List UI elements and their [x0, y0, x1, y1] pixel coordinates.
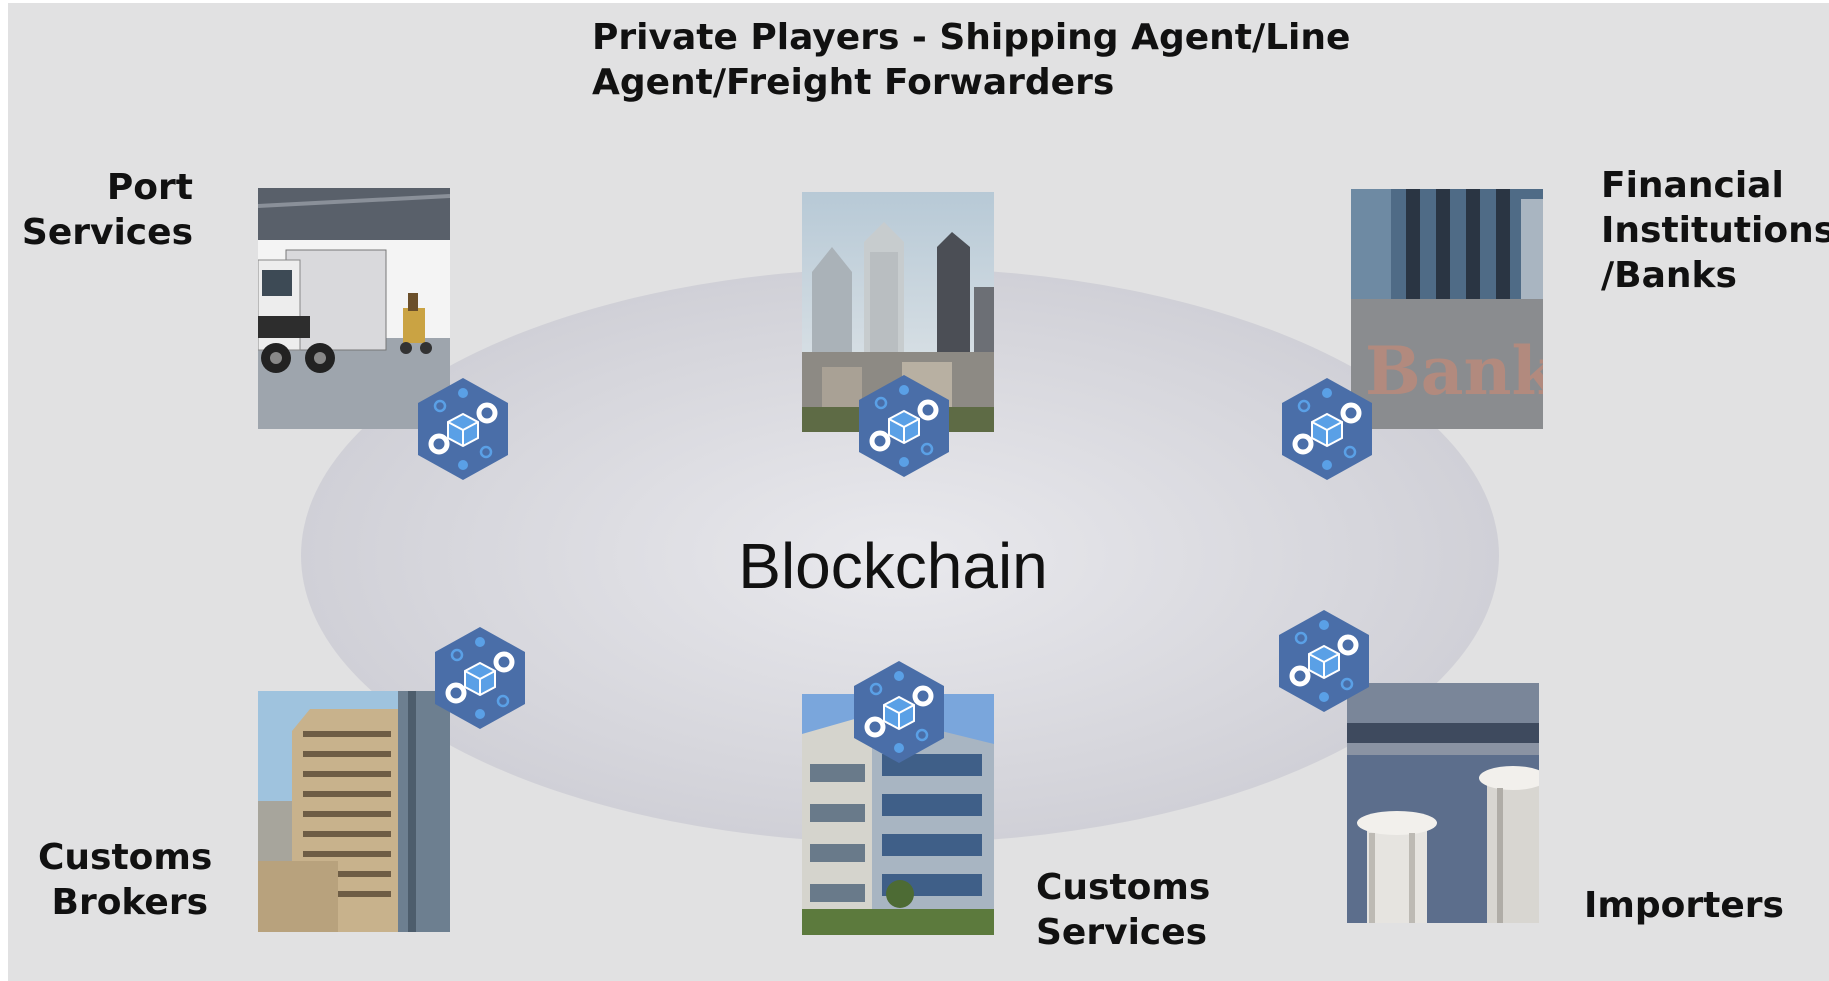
columns-building-photo [1347, 683, 1539, 923]
importers-label: Importers [1584, 885, 1784, 926]
customs-services-label: Customs Services [1036, 867, 1211, 953]
blockchain-node-icon [435, 627, 525, 729]
diagram-canvas: Blockchain Private Players - Shipping Ag… [8, 3, 1829, 981]
diagram-title: Private Players - Shipping Agent/Line Ag… [592, 15, 1350, 105]
customs-brokers-label: Customs Brokers [38, 837, 213, 923]
city-skyline-photo [802, 192, 994, 432]
blockchain-label: Blockchain [738, 530, 1048, 602]
blockchain-node-icon [859, 375, 949, 477]
blockchain-node-icon [1282, 378, 1372, 480]
port-services-label: Port Services [21, 167, 193, 253]
svg-text:Bank: Bank [1365, 332, 1543, 410]
title-line-2: Agent/Freight Forwarders [592, 62, 1115, 103]
financial-institutions-label: Financial Institutions /Banks [1601, 165, 1829, 296]
blockchain-node-icon [1279, 610, 1369, 712]
blockchain-node-icon [854, 661, 944, 763]
bank-building-photo: Bank [1351, 189, 1543, 429]
office-tower-photo [258, 691, 450, 932]
title-line-1: Private Players - Shipping Agent/Line [592, 17, 1351, 58]
blockchain-node-icon [418, 378, 508, 480]
truck-warehouse-photo [258, 188, 450, 429]
